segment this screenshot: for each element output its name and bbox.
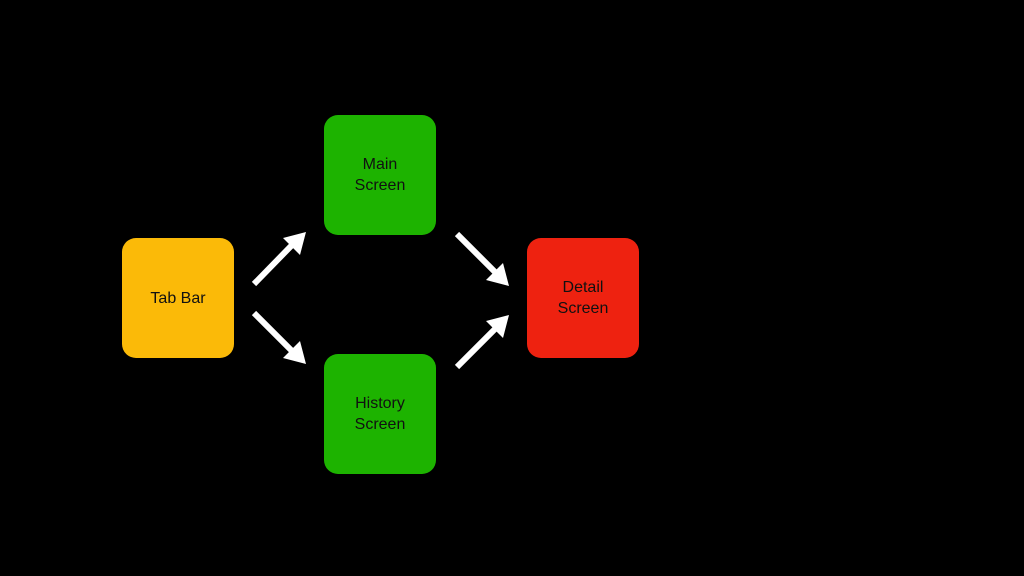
- arrowhead-tab-bar-to-history-screen: [283, 341, 306, 364]
- tab-bar-node: Tab Bar: [122, 238, 234, 358]
- arrow-history-screen-to-detail-screen: [454, 323, 501, 370]
- arrow-tab-bar-to-main-screen: [251, 239, 298, 287]
- detail-screen-node: Detail Screen: [527, 238, 639, 358]
- main-screen-label: Main Screen: [354, 156, 406, 194]
- arrowhead-history-screen-to-detail-screen: [486, 315, 509, 338]
- arrowhead-main-screen-to-detail-screen: [486, 263, 509, 286]
- arrow-tab-bar-to-history-screen: [251, 310, 298, 357]
- detail-screen-label: Detail Screen: [557, 279, 609, 317]
- main-screen-node: Main Screen: [324, 115, 436, 235]
- arrowhead-tab-bar-to-main-screen: [283, 232, 306, 255]
- history-screen-label: History Screen: [354, 395, 406, 433]
- tab-bar-label: Tab Bar: [150, 289, 206, 307]
- arrow-main-screen-to-detail-screen: [454, 231, 501, 278]
- history-screen-node: History Screen: [324, 354, 436, 474]
